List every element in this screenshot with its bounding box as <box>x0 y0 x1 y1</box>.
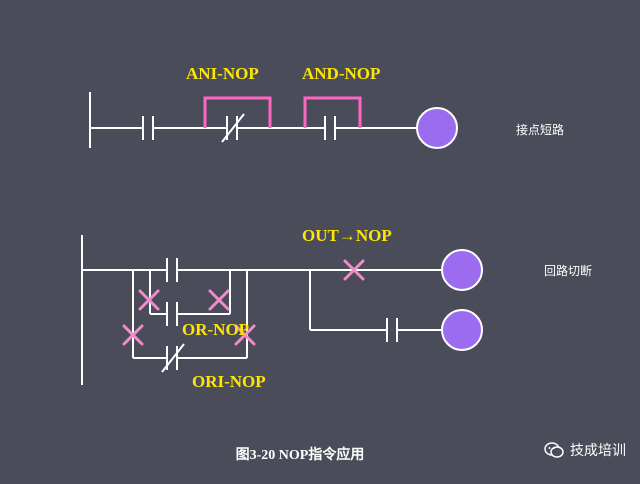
top-contact-1 <box>142 116 154 140</box>
bottom-coil-1 <box>441 249 483 291</box>
watermark-text: 技成培训 <box>570 443 626 459</box>
or-contact <box>166 302 178 326</box>
figure-caption: 图3-20 NOP指令应用 <box>235 448 365 463</box>
cut-mark-or-right <box>208 289 230 311</box>
watermark: 技成培训 <box>544 440 626 460</box>
cut-mark-out <box>343 259 365 281</box>
and-nop-bridge <box>303 96 362 128</box>
cut-mark-or-left <box>138 289 160 311</box>
out-nop-label: OUT→NOP <box>302 226 392 245</box>
ani-nop-label: ANI-NOP <box>186 64 259 83</box>
wechat-icon <box>544 442 564 458</box>
bottom-contact-1 <box>166 258 178 282</box>
ori-nop-label: ORI-NOP <box>192 372 266 391</box>
or-nop-label: OR-NOP <box>182 320 250 339</box>
ani-nop-bridge <box>203 96 272 128</box>
output-branch-contact <box>386 318 398 342</box>
cut-mark-ori-right <box>234 324 256 346</box>
bottom-coil-2 <box>441 309 483 351</box>
and-nop-label: AND-NOP <box>302 64 381 83</box>
top-contact-2 <box>324 116 336 140</box>
circuit-cut-label: 回路切断 <box>544 264 593 278</box>
contact-short-label: 接点短路 <box>516 123 565 137</box>
cut-mark-ori-left <box>122 324 144 346</box>
top-coil <box>416 107 458 149</box>
